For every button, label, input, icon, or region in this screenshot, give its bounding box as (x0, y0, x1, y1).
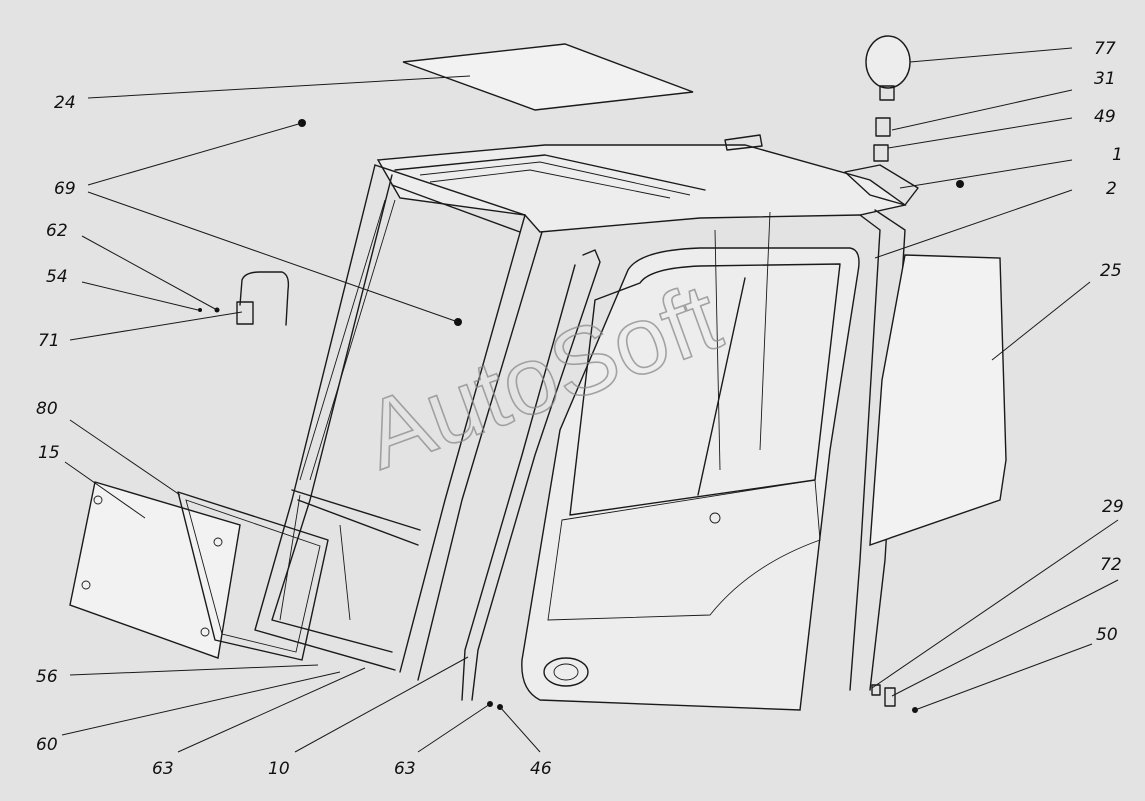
cab-door (521, 247, 860, 711)
rear-panel (69, 481, 241, 659)
callout-24: 24 (54, 93, 76, 113)
leader-lines (61, 47, 1119, 753)
callout-1: 1 (1112, 145, 1123, 165)
callout-50: 50 (1096, 625, 1118, 645)
callout-25: 25 (1100, 261, 1122, 281)
callout-46: 46 (530, 759, 552, 779)
roof-panel (402, 43, 694, 111)
callout-63-right: 63 (394, 759, 416, 779)
callout-77: 77 (1094, 39, 1116, 59)
callout-71: 71 (38, 331, 60, 351)
side-panel (869, 254, 1007, 547)
callout-60: 60 (36, 735, 58, 755)
callout-10: 10 (268, 759, 290, 779)
callout-54: 54 (46, 267, 68, 287)
callout-69: 69 (54, 179, 76, 199)
callout-15: 15 (38, 443, 60, 463)
rear-frame (254, 164, 543, 681)
window-seal (177, 491, 329, 661)
callout-labels: 77 31 49 1 2 25 24 69 62 54 71 80 15 56 … (36, 39, 1124, 779)
callout-56: 56 (36, 667, 58, 687)
callout-49: 49 (1094, 107, 1116, 127)
beacon-lamp (865, 35, 911, 162)
handrail (461, 249, 601, 701)
handle (239, 271, 290, 326)
callout-80: 80 (36, 399, 58, 419)
callout-2: 2 (1106, 179, 1117, 199)
cab-roof (376, 134, 919, 233)
callout-63-left: 63 (152, 759, 174, 779)
callout-29: 29 (1102, 497, 1124, 517)
callout-62: 62 (46, 221, 68, 241)
callout-31: 31 (1094, 69, 1116, 89)
callout-72: 72 (1100, 555, 1122, 575)
